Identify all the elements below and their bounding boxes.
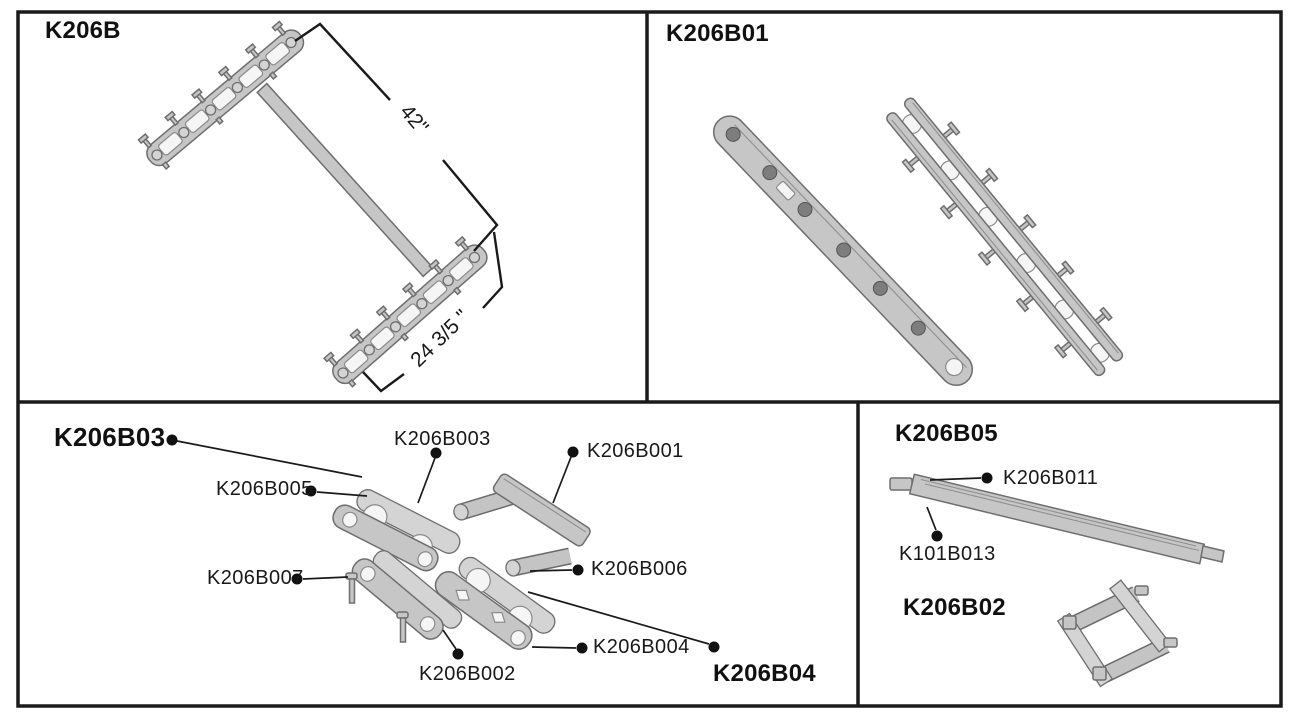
part-connecting-link [1056,579,1178,688]
panel-title-k206b02: K206B02 [903,594,1006,621]
part-label-k101b013: K101B013 [899,543,996,565]
part-slotted-link [434,556,556,650]
part-label-k206b001: K206B001 [587,440,684,462]
part-roller-link-upper [332,489,461,572]
part-label-k206b002: K206B002 [419,663,516,685]
assembly-k206b [134,16,496,393]
part-label-k206b003: K206B003 [394,428,491,450]
leader-dot [567,446,579,458]
leader-dot [981,472,993,484]
panel-title-k206b: K206B [45,17,121,44]
part-scraper-bar [889,473,1225,565]
leader-dot [452,648,464,660]
part-label-k206b004: K206B004 [593,636,690,658]
leader-dot [576,642,588,654]
panel-frame [16,10,1283,708]
part-cotter-pin-1 [345,572,358,604]
part-label-k206b007: K206B007 [207,567,304,589]
leader-dot [572,564,584,576]
panel-title-k206b05: K206B05 [895,420,998,447]
leader-dot [708,641,720,653]
part-link-strap [712,115,974,387]
leader-dot [931,530,943,542]
leader-dot [166,434,178,446]
panel-title-k206b01: K206B01 [666,20,769,47]
part-cotter-pin-2 [396,611,409,643]
panel-title-k206b03: K206B03 [54,422,166,452]
chain-upper [134,16,312,175]
leader-dot [305,485,317,497]
part-label-k206b005: K206B005 [216,478,313,500]
part-flat-link [351,550,463,640]
leader-dot [291,573,303,585]
dimension-lines [294,22,504,393]
part-label-k206b006: K206B006 [591,558,688,580]
leader-dots [166,434,993,660]
part-label-k206b011: K206B011 [1003,467,1099,489]
part-pin-link [453,473,591,577]
leader-lines [176,440,982,650]
panel-title-k206b04: K206B04 [713,660,816,687]
leader-dot [430,447,442,459]
